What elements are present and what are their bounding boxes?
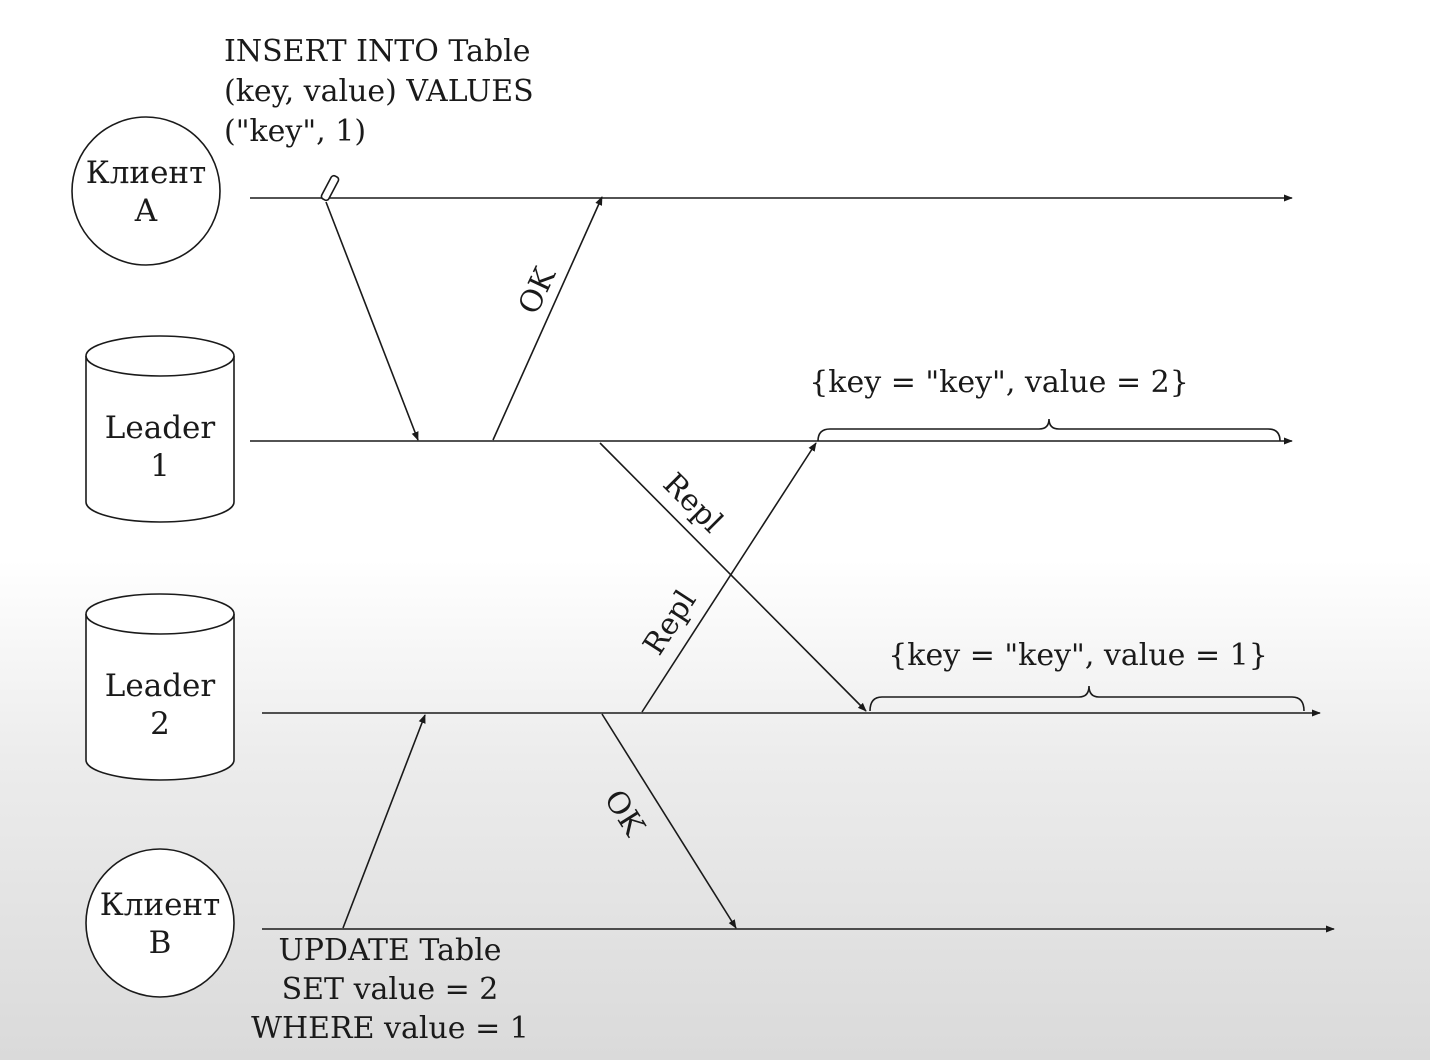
repl-leader1-to-leader2-label: Repl (656, 466, 730, 540)
insert-request-arrow (325, 201, 419, 441)
insert-query-line1: INSERT INTO Table (224, 34, 531, 69)
client-a-label-line1: Клиент (86, 155, 207, 191)
insert-query-line2: (key, value) VALUES (224, 74, 534, 109)
leader-2-label-line1: Leader (105, 668, 216, 704)
leader-1-state-brace (817, 418, 1281, 442)
ok-to-client-b-label: OK (597, 784, 652, 843)
ok-to-client-a-arrow (492, 196, 603, 441)
client-b-label-line2: B (149, 925, 172, 961)
leader-1-label-line1: Leader (105, 410, 216, 446)
update-query: UPDATE Table SET value = 2 WHERE value =… (251, 933, 529, 1046)
client-b-label-line1: Клиент (100, 887, 221, 923)
leader-2-label-line2: 2 (150, 706, 170, 742)
pencil-icon (320, 174, 340, 202)
leader-1-state-label: {key = "key", value = 2} (809, 365, 1189, 400)
update-request-arrow (342, 714, 426, 929)
leader-2-node: Leader 2 (85, 593, 235, 781)
leader-2-state-label: {key = "key", value = 1} (888, 638, 1268, 673)
insert-query-line3: ("key", 1) (224, 114, 366, 149)
leader-2-state-brace (869, 685, 1305, 712)
client-a-node: Клиент A (71, 116, 221, 266)
update-query-line1: UPDATE Table (278, 933, 501, 968)
repl-leader2-to-leader1-arrow (641, 442, 817, 713)
ok-to-client-b-arrow (601, 713, 737, 929)
update-query-line3: WHERE value = 1 (251, 1011, 529, 1046)
repl-leader1-to-leader2-arrow (599, 442, 867, 712)
update-query-line2: SET value = 2 (282, 972, 499, 1007)
ok-to-client-a-label: OK (512, 262, 564, 320)
repl-leader2-to-leader1-label: Repl (637, 584, 704, 661)
leader-1-label-line2: 1 (150, 448, 170, 484)
client-b-node: Клиент B (85, 848, 235, 998)
client-a-label-line2: A (134, 193, 158, 229)
insert-query: INSERT INTO Table (key, value) VALUES ("… (224, 34, 534, 149)
leader-1-node: Leader 1 (85, 335, 235, 523)
